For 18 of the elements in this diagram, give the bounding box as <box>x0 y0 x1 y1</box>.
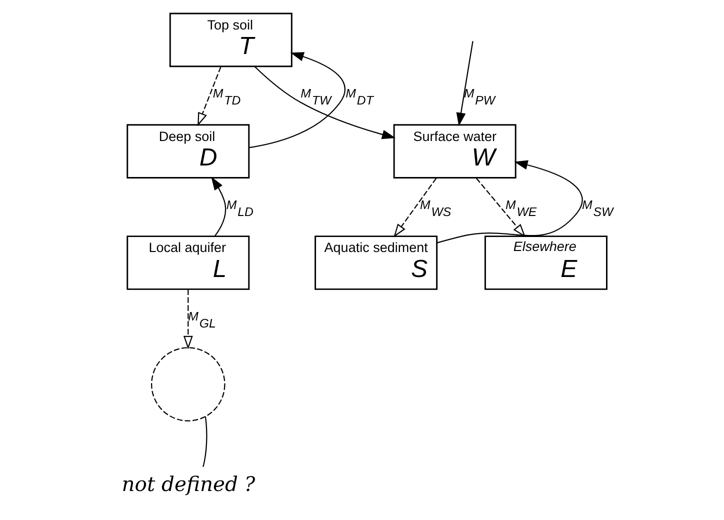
node-box: Top soil T <box>169 12 292 67</box>
arrow <box>456 40 474 126</box>
arrow <box>394 178 437 237</box>
node-box: Deep soil D <box>126 124 250 178</box>
arrow <box>211 176 226 236</box>
arrow <box>249 52 346 148</box>
node-text: not defined ? <box>122 472 256 496</box>
arrow <box>183 288 193 349</box>
node-box: Elsewhere E <box>484 235 608 290</box>
arrow <box>476 177 526 237</box>
arrow <box>254 66 396 139</box>
arrow <box>436 160 583 243</box>
node-circle <box>151 346 226 421</box>
connector <box>202 416 208 466</box>
arrow <box>198 66 222 126</box>
node-box: Aquatic sediment S <box>314 235 438 290</box>
node-box: Local aquifer L <box>126 235 250 290</box>
node-box: Surface water W <box>393 124 516 178</box>
